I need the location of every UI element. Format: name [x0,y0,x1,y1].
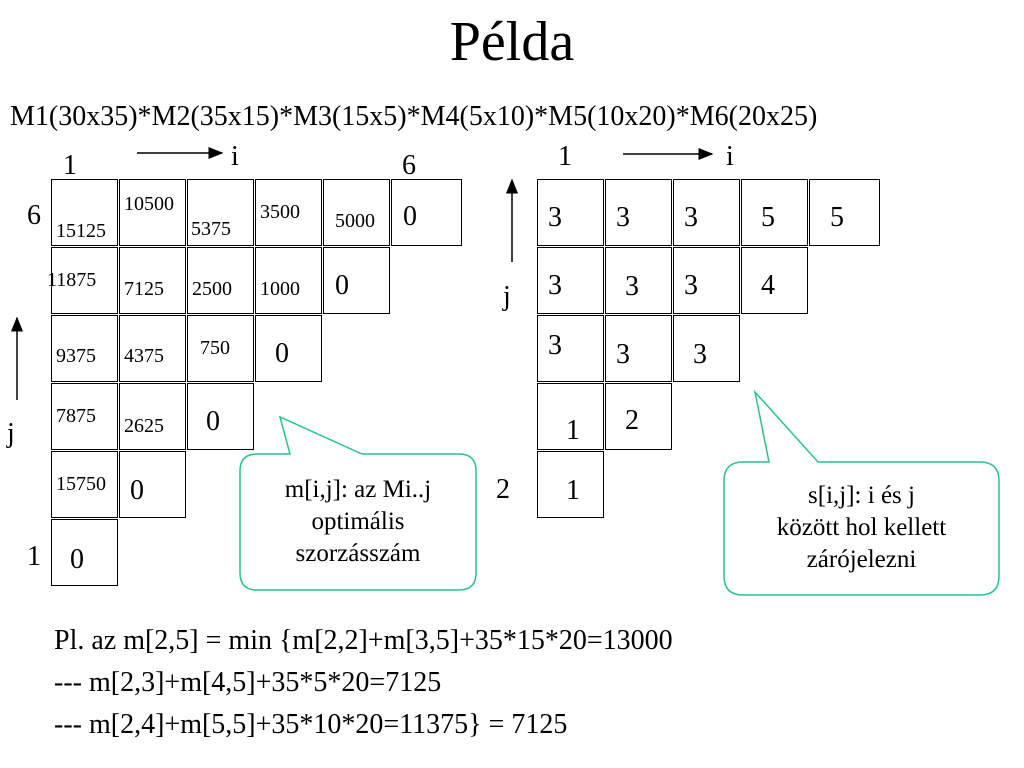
m-cell: 3500 [255,179,322,246]
callout-s-shape [723,389,1000,596]
s-cell: 3 [605,179,672,246]
m-cell: 10500 [119,179,186,246]
s-cell: 1 [537,383,604,450]
s-cell: 3 [673,179,740,246]
m-table-row-label-1: 1 [27,541,41,572]
s-value: 4 [761,270,775,301]
callout-s-line: zárójelezni [806,546,917,573]
example-line-2: --- m[2,3]+m[4,5]+35*5*20=7125 [54,667,442,698]
m-cell: 11875 [47,247,118,314]
callout-s-line: között hol kellett [776,514,947,541]
m-value: 0 [335,270,349,301]
m-value: 5000 [335,210,375,232]
m-table-i-label: i [231,141,239,172]
m-cell: 0 [391,179,462,246]
s-cell: 1 [537,451,604,518]
s-value: 3 [684,270,698,301]
s-value: 5 [830,202,844,233]
example-line-3: --- m[2,4]+m[5,5]+35*10*20=11375} = 7125 [54,709,568,740]
s-cell: 3 [605,247,672,314]
m-cell: 5000 [323,179,390,246]
s-table-col-label-1: 1 [558,141,572,172]
s-cell: 5 [741,179,808,246]
s-value: 3 [616,202,630,233]
s-value: 3 [548,270,562,301]
m-value: 10500 [124,193,174,215]
m-cell: 0 [51,519,118,586]
m-value: 15125 [56,220,106,242]
m-cell: 9375 [51,315,118,382]
m-cell: 2625 [119,383,186,450]
m-value: 7875 [56,405,96,427]
s-value: 3 [625,271,639,302]
callout-m-line: optimális [311,508,405,535]
m-value: 3500 [260,201,300,223]
m-cell: 0 [119,451,186,518]
s-cell: 2 [605,383,672,450]
callout-m-line: m[i,j]: az Mi..j [284,476,432,503]
callout-m: m[i,j]: az Mi..j optimális szorzásszám [240,474,476,570]
s-table-i-label: i [726,141,734,172]
m-cell: 2500 [187,247,254,314]
s-cell: 3 [673,315,740,382]
m-value: 5375 [191,218,231,240]
callout-s: s[i,j]: i és j között hol kellett záróje… [724,480,999,576]
callout-m-shape [239,415,477,591]
s-value: 2 [625,405,639,436]
m-value: 0 [70,544,84,575]
m-value: 0 [130,475,144,506]
m-cell: 750 [187,315,254,382]
s-value: 3 [548,202,562,233]
m-cell: 5375 [187,179,254,246]
m-cell: 7875 [51,383,118,450]
s-value: 3 [616,339,630,370]
m-value: 7125 [124,278,164,300]
callout-s-line: s[i,j]: i és j [808,482,915,509]
s-value: 3 [693,339,707,370]
s-cell: 3 [673,247,740,314]
s-value: 5 [761,202,775,233]
example-line-1: Pl. az m[2,5] = min {m[2,2]+m[3,5]+35*15… [54,625,673,656]
s-cell: 3 [537,179,604,246]
m-value: 750 [200,337,230,359]
m-table-row-label-6: 6 [27,200,41,231]
m-value: 11875 [47,269,97,291]
m-value: 1000 [260,278,300,300]
m-cell: 0 [323,247,390,314]
m-value: 2625 [124,415,164,437]
s-value: 3 [684,202,698,233]
s-cell: 3 [537,247,604,314]
m-cell: 15750 [51,451,118,518]
m-value: 15750 [56,473,106,495]
s-cell: 4 [741,247,808,314]
m-cell: 1000 [255,247,322,314]
m-cell: 15125 [51,179,118,246]
s-value: 1 [566,415,580,446]
s-value: 1 [566,475,580,506]
m-value: 9375 [56,345,96,367]
m-value: 2500 [192,278,232,300]
s-table-row-label-2: 2 [496,474,510,505]
s-cell: 3 [605,315,672,382]
m-value: 0 [403,201,417,232]
m-cell: 0 [255,315,322,382]
m-table-j-label: j [7,418,15,449]
matrix-chain-formula: M1(30x35)*M2(35x15)*M3(15x5)*M4(5x10)*M5… [10,101,818,132]
s-table-j-label: j [503,281,511,312]
m-value: 4375 [124,345,164,367]
m-value: 0 [275,338,289,369]
s-cell: 5 [809,179,880,246]
s-cell: 3 [537,315,604,382]
m-cell: 7125 [119,247,186,314]
m-table-col-label-1: 1 [63,150,77,181]
slide-title: Példa [449,11,575,73]
m-table-col-label-6: 6 [402,150,416,181]
m-value: 0 [206,406,220,437]
m-cell: 4375 [119,315,186,382]
callout-m-line: szorzásszám [295,540,421,567]
s-value: 3 [548,330,562,361]
m-cell: 0 [187,383,254,450]
